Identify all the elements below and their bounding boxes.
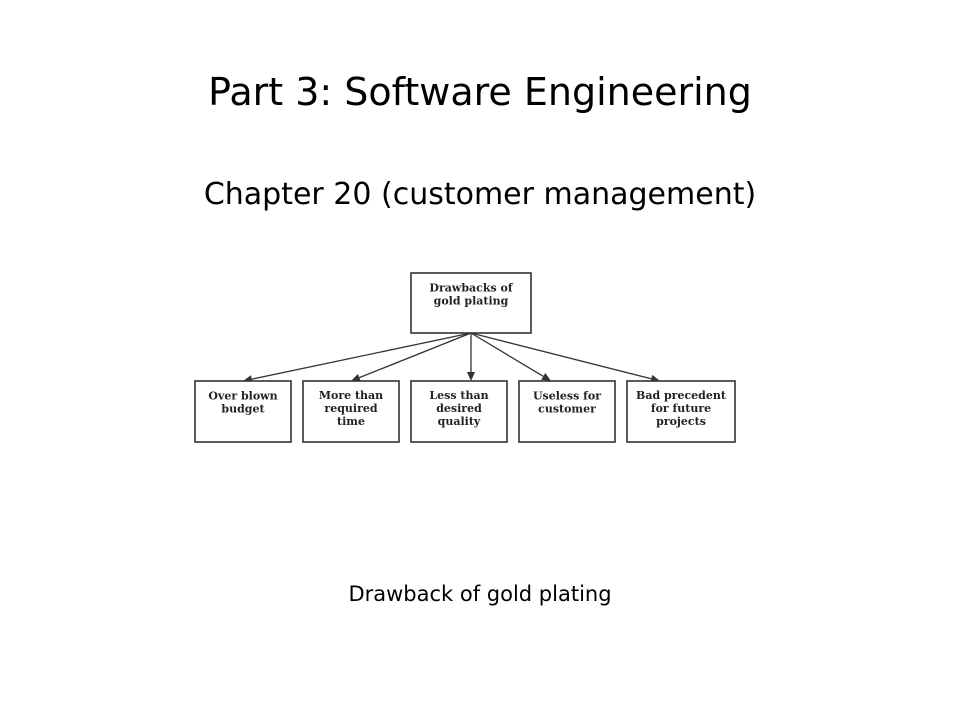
edge-root-to-child-5 [470,332,660,383]
child-node-label: for future [651,402,711,415]
child-node-label: budget [221,403,265,416]
child-node-label: More than [319,389,383,402]
arrowhead [351,373,361,382]
edge-root-to-child-4 [470,332,551,381]
child-node-label: Bad precedent [636,389,727,402]
arrowhead [467,372,475,381]
root-node-label: gold plating [434,295,509,308]
edge-root-to-child-2 [351,332,472,382]
slide-title: Part 3: Software Engineering [208,70,752,114]
child-node-label: time [337,415,365,428]
edge-line [359,332,472,379]
edge-line [251,332,472,380]
child-node-box [626,380,736,443]
edge-line [470,332,652,380]
child-node-box [194,380,292,443]
root-node-box [410,272,532,334]
child-node-label: Useless for [533,390,601,403]
arrowhead [541,372,551,381]
child-node-label: desired [436,402,482,415]
edge-root-to-child-3 [467,333,475,381]
child-node-label: Over blown [208,390,277,403]
child-node-box [410,380,508,443]
child-node-box [302,380,400,443]
child-node-label: projects [656,415,706,428]
edge-line [470,332,544,377]
child-node-box [518,380,616,443]
slide-subtitle: Chapter 20 (customer management) [203,177,757,212]
diagram-caption: Drawback of gold plating [348,582,612,606]
child-node-label: Less than [429,389,488,402]
child-node-label: required [324,402,377,415]
child-node-label: customer [538,403,596,416]
root-node-label: Drawbacks of [429,282,513,295]
child-node-label: quality [438,415,481,428]
